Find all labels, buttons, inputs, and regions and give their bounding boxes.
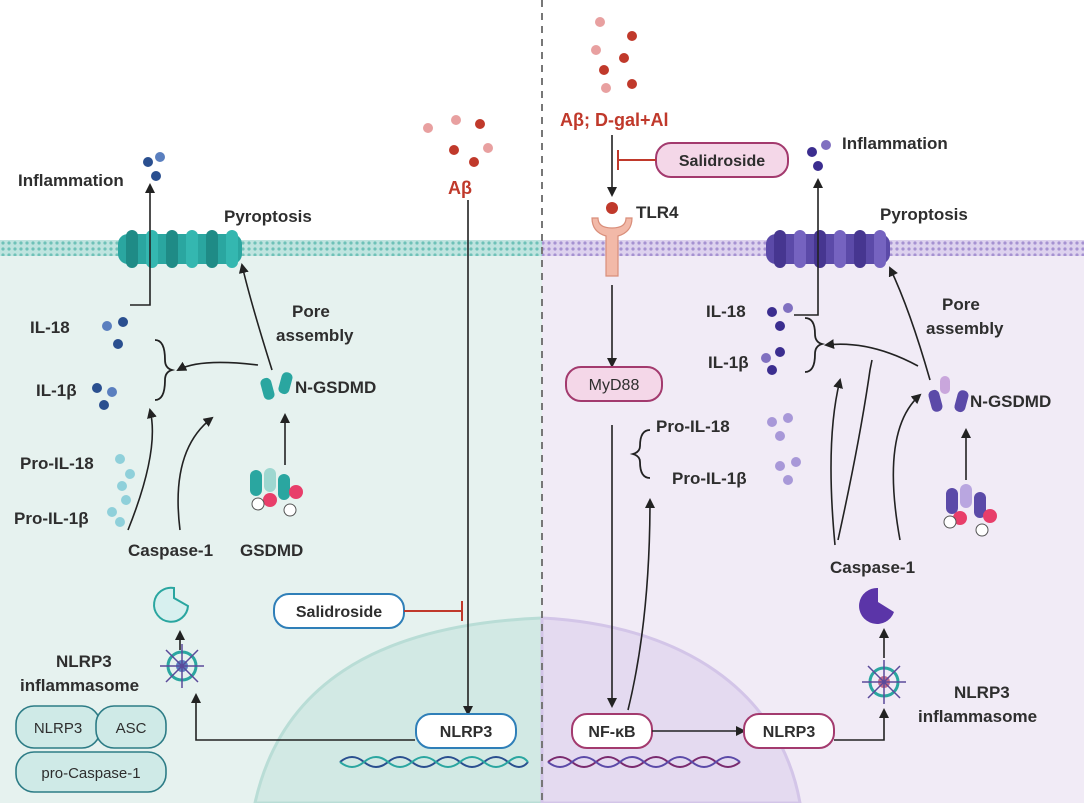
left-abeta-dots bbox=[423, 115, 493, 167]
right-nlrp3-box bbox=[743, 713, 835, 749]
left-inflammation-label: Inflammation bbox=[18, 171, 124, 190]
left-inflammasome-line1: NLRP3 bbox=[56, 652, 112, 671]
left-proil18-label: Pro-IL-18 bbox=[20, 454, 94, 473]
left-dna-icon bbox=[339, 756, 529, 768]
right-casp-arrow-b bbox=[830, 378, 843, 546]
right-il18-label: IL-18 bbox=[706, 302, 746, 321]
right-stimulus-label: Aβ; D-gal+Al bbox=[560, 110, 669, 130]
right-gsdmd-shape bbox=[943, 484, 997, 537]
left-complex-boxes bbox=[15, 705, 167, 793]
left-inhibit-line bbox=[404, 601, 463, 621]
left-brace bbox=[154, 339, 176, 401]
right-pore-line2: assembly bbox=[926, 319, 1004, 338]
left-proil1b-label: Pro-IL-1β bbox=[14, 509, 89, 528]
left-nlrp3-gene-label: NLRP3 bbox=[440, 724, 493, 741]
left-pore-line2: assembly bbox=[276, 326, 354, 345]
right-inflammasome-line1: NLRP3 bbox=[954, 683, 1010, 702]
right-inflammasome-line2: inflammasome bbox=[918, 707, 1037, 726]
right-gsdmd-pore bbox=[766, 230, 890, 268]
left-casp-arrow bbox=[177, 416, 214, 531]
right-inhibit-line bbox=[617, 150, 656, 170]
left-abeta-label: Aβ bbox=[448, 178, 472, 198]
left-il1b-label: IL-1β bbox=[36, 381, 77, 400]
right-pore-arrow bbox=[888, 266, 931, 381]
left-salidroside-label: Salidroside bbox=[296, 604, 382, 621]
left-membrane bbox=[0, 240, 542, 256]
right-proil1b-label: Pro-IL-1β bbox=[672, 469, 747, 488]
tlr4-receptor-icon bbox=[591, 202, 633, 277]
left-cleave-arrow bbox=[176, 361, 259, 371]
left-caspase1-icon bbox=[153, 586, 190, 623]
right-stimulus-dots bbox=[591, 17, 637, 93]
left-ngsdmd-label: N-GSDMD bbox=[295, 378, 376, 397]
right-dna-icon bbox=[547, 756, 741, 768]
right-pyroptosis-label: Pyroptosis bbox=[880, 205, 968, 224]
right-inflammation-dots bbox=[807, 140, 831, 171]
right-ngsdmd-label: N-GSDMD bbox=[970, 392, 1051, 411]
left-nlrp3-assembly-arrow bbox=[191, 693, 415, 741]
right-nfkb-arrow bbox=[627, 498, 655, 711]
left-ngsdmd-shape bbox=[260, 372, 293, 400]
right-inflammasome-icon bbox=[862, 660, 906, 704]
right-proil18-label: Pro-IL-18 bbox=[656, 417, 730, 436]
right-salidroside-label: Salidroside bbox=[679, 153, 765, 170]
right-release-arrow bbox=[794, 178, 823, 316]
right-il1b-label: IL-1β bbox=[708, 353, 749, 372]
right-pore-line1: Pore bbox=[942, 295, 980, 314]
right-nfkb-label: NF-κB bbox=[588, 724, 635, 741]
left-release-arrow bbox=[130, 183, 155, 306]
left-pro-dots bbox=[107, 454, 135, 527]
left-complex-asc: ASC bbox=[116, 720, 147, 737]
right-casp-arrow-c bbox=[892, 393, 922, 541]
left-pyroptosis-label: Pyroptosis bbox=[224, 207, 312, 226]
right-pro-brace bbox=[629, 429, 651, 479]
right-tlr4-label: TLR4 bbox=[636, 203, 679, 222]
right-il-dots bbox=[761, 303, 793, 375]
left-pore-line1: Pore bbox=[292, 302, 330, 321]
right-cleave-arrow bbox=[824, 339, 919, 367]
left-pore-arrow bbox=[238, 263, 273, 371]
left-gsdmd-shape bbox=[250, 468, 303, 517]
left-complex-procasp: pro-Caspase-1 bbox=[41, 765, 140, 782]
right-caspase1-label: Caspase-1 bbox=[830, 558, 915, 577]
right-myd88-label: MyD88 bbox=[589, 377, 640, 394]
right-pro-dots bbox=[767, 413, 801, 485]
left-gsdmd-label: GSDMD bbox=[240, 541, 303, 560]
right-nlrp3-label: NLRP3 bbox=[763, 724, 816, 741]
left-il-dots bbox=[92, 317, 128, 410]
left-inflammation-dots bbox=[143, 152, 165, 181]
right-myd88-box bbox=[565, 366, 663, 402]
left-caspase1-label: Caspase-1 bbox=[128, 541, 213, 560]
left-inflammasome-line2: inflammasome bbox=[20, 676, 139, 695]
right-ngsdmd-shape bbox=[928, 376, 969, 413]
right-casp-arrow-a bbox=[837, 359, 873, 541]
right-caspase1-icon bbox=[859, 587, 894, 624]
left-gsdmd-pore bbox=[118, 230, 242, 268]
left-inflammasome-icon bbox=[160, 644, 204, 688]
left-il18-label: IL-18 bbox=[30, 318, 70, 337]
left-complex-nlrp3: NLRP3 bbox=[34, 720, 82, 737]
right-nlrp3-assembly-arrow bbox=[834, 708, 889, 741]
right-brace bbox=[804, 317, 826, 373]
left-proil-arrow bbox=[127, 408, 157, 531]
right-inflammation-label: Inflammation bbox=[842, 134, 948, 153]
left-nlrp3-gene-box bbox=[415, 713, 517, 749]
